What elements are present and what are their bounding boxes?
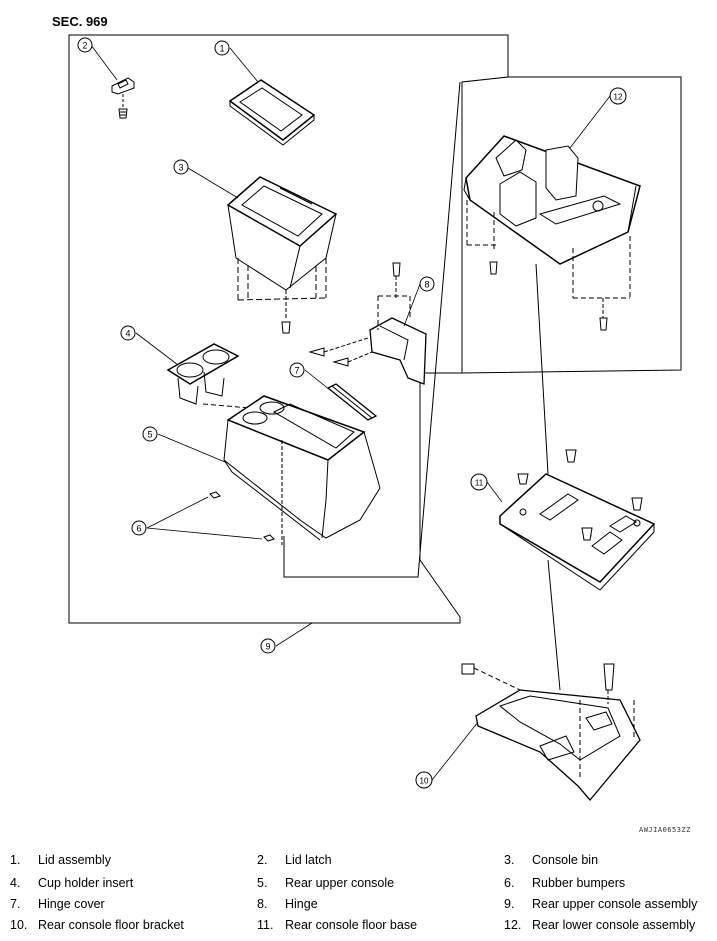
callout-10: 10	[415, 771, 433, 789]
callout-11-label: 11	[475, 479, 484, 488]
console-bin-part	[226, 176, 338, 334]
callout-1-label: 1	[219, 44, 224, 54]
legend-num: 8.	[257, 897, 268, 911]
connector-lines	[281, 81, 561, 691]
legend-label: Rubber bumpers	[532, 876, 626, 890]
legend-num: 11.	[257, 918, 274, 932]
callout-11: 11	[470, 473, 488, 491]
assembly-boundary-line-right	[461, 76, 682, 374]
legend-label: Hinge cover	[38, 897, 105, 911]
legend-num: 5.	[257, 876, 268, 890]
callout-6-label: 6	[136, 524, 141, 534]
callout-4: 4	[120, 325, 136, 341]
legend-num: 6.	[504, 876, 515, 890]
lid-assembly-part	[228, 79, 316, 146]
legend-label: Rear console floor base	[285, 918, 418, 932]
legend-num: 1.	[10, 853, 21, 867]
legend-num: 3.	[504, 853, 515, 867]
rear-console-floor-bracket-part	[461, 663, 641, 802]
legend-label: Lid assembly	[38, 853, 111, 867]
callout-5: 5	[142, 426, 158, 442]
callout-3-label: 3	[178, 163, 183, 173]
callout-2-label: 2	[82, 41, 87, 51]
callout-7-label: 7	[294, 366, 299, 376]
rubber-bumpers-part	[209, 491, 275, 542]
legend-num: 7.	[10, 897, 21, 911]
legend-num: 10.	[10, 918, 28, 932]
legend-label: Hinge	[285, 897, 318, 911]
callout-6: 6	[131, 520, 147, 536]
callout-3: 3	[173, 159, 189, 175]
callout-10-label: 10	[420, 777, 429, 786]
hinge-part	[308, 262, 427, 385]
callout-8: 8	[419, 276, 435, 292]
lid-latch-part	[111, 77, 135, 119]
figure-code: AWJIA0653ZZ	[639, 826, 691, 834]
callout-12-label: 12	[614, 93, 623, 102]
callout-5-label: 5	[147, 430, 152, 440]
callout-9: 9	[260, 638, 276, 654]
legend-label: Lid latch	[285, 853, 332, 867]
hinge-cover-part	[326, 383, 378, 421]
rear-upper-console-part	[223, 395, 381, 541]
legend-num: 4.	[10, 876, 21, 890]
legend-num: 12.	[504, 918, 522, 932]
legend-num: 2.	[257, 853, 268, 867]
legend-label: Rear console floor bracket	[38, 918, 184, 932]
leader-lines	[90, 44, 611, 781]
callout-9-label: 9	[265, 642, 270, 652]
callout-4-label: 4	[125, 329, 130, 339]
callout-8-label: 8	[424, 280, 429, 290]
callout-1: 1	[214, 40, 230, 56]
cup-holder-insert-part	[166, 343, 251, 409]
section-label: SEC. 969	[52, 14, 108, 29]
legend-label: Console bin	[532, 853, 599, 867]
callouts: 2 1 3 4 5 6 7 8 9 10 11 12	[77, 37, 627, 789]
legend-label: Rear lower console assembly	[532, 918, 696, 932]
callout-12: 12	[609, 87, 627, 105]
callout-2: 2	[77, 37, 93, 53]
rear-console-floor-base-part	[499, 449, 656, 591]
rear-lower-console-assembly-part	[463, 135, 641, 331]
callout-7: 7	[289, 362, 305, 378]
legend-label: Rear upper console	[285, 876, 395, 890]
legend-label: Rear upper console assembly	[532, 897, 698, 911]
legend-label: Cup holder insert	[38, 876, 134, 890]
legend-num: 9.	[504, 897, 515, 911]
